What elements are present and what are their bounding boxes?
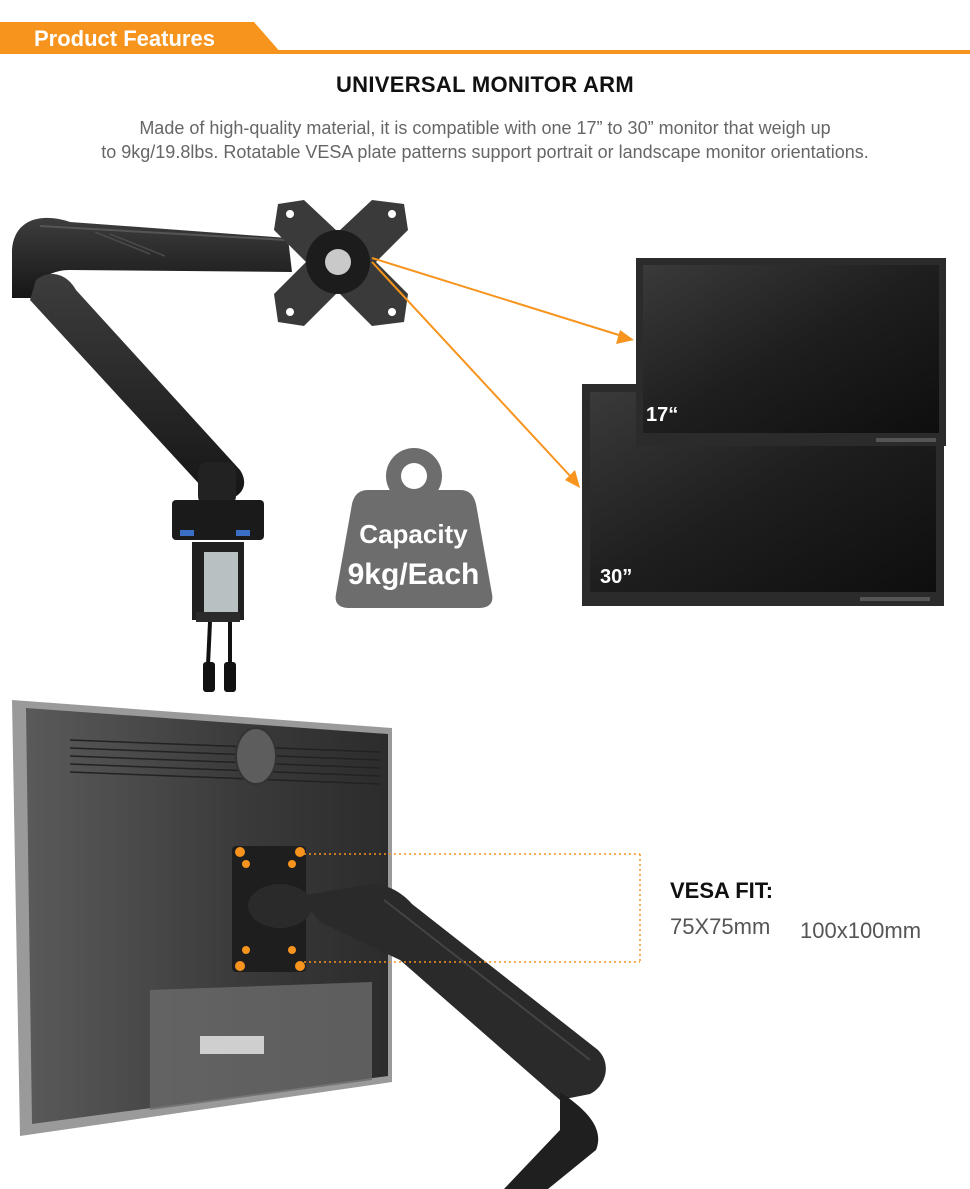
vesa-plate-icon: [274, 200, 408, 326]
orientation-arrows: [371, 257, 634, 488]
section-label: Product Features: [34, 26, 215, 51]
section-tab: [0, 22, 282, 54]
weight-icon: [335, 448, 493, 608]
monitor-30-label: 30”: [600, 566, 633, 588]
monitor-17-label: 17“: [646, 404, 679, 426]
capacity-value: 9kg/Each: [347, 558, 480, 591]
vesa-title: VESA FIT:: [670, 878, 774, 903]
monitor-arm-illustration: [12, 217, 292, 692]
monitor-icon: [636, 258, 946, 446]
monitor-back-illustration: [12, 700, 641, 1189]
header-underline: [0, 50, 970, 54]
vesa-size-100: 100x100mm: [800, 918, 922, 943]
product-title: UNIVERSAL MONITOR ARM: [335, 72, 634, 97]
arm-illustration: [12, 200, 946, 692]
capacity-label: Capacity: [359, 519, 468, 549]
product-description-line-1: Made of high-quality material, it is com…: [139, 118, 831, 138]
product-description-line-2: to 9kg/19.8lbs. Rotatable VESA plate pat…: [101, 142, 869, 162]
vesa-size-75: 75X75mm: [670, 914, 771, 939]
